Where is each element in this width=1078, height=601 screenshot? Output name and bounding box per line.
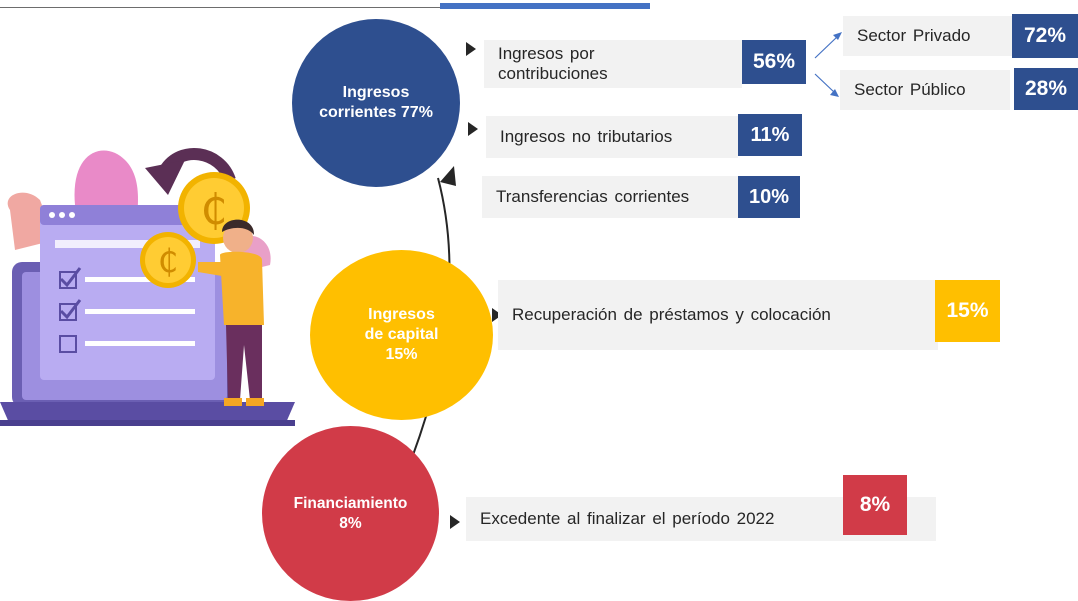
header-divider [0,7,440,8]
refresh-arrow-icon [145,148,236,195]
bullet-arrow-icon [466,42,476,56]
item-no-tributarios: Ingresos no tributarios [486,116,738,158]
pct-sector-privado: 72% [1012,14,1078,58]
pct-no-tributarios: 11% [738,114,802,156]
finance-illustration: ₵ ₵ [0,148,295,426]
connector-arrowhead [440,166,456,186]
circle-ingresos-capital: Ingresos de capital 15% [310,250,493,420]
svg-text:₵: ₵ [201,185,228,234]
circle-label-line: de capital [364,326,439,343]
bullet-arrow-icon [450,515,460,529]
item-sector-publico: Sector Público [840,70,1010,110]
pct-contribuciones: 56% [742,40,806,84]
circle-label-line: Ingresos [368,306,435,323]
arrow-to-sector-privado [814,32,842,59]
circle-label-line: 15% [385,346,418,363]
colon-coin-icon: ₵ [140,232,196,288]
item-label: Transferencias corrientes [496,186,690,206]
item-transferencias: Transferencias corrientes [482,176,738,218]
pct-transferencias: 10% [738,176,800,218]
circle-label-corrientes: Ingresos corrientes 77% [319,84,433,121]
item-label: Sector Público [854,79,966,99]
item-contribuciones: Ingresos por contribuciones [484,40,742,88]
item-label-line: Ingresos por [498,43,595,63]
circle-label-line: Financiamiento [293,495,408,513]
pct-sector-publico: 28% [1014,68,1078,110]
circle-ingresos-corrientes: Ingresos corrientes 77% [292,19,460,187]
arrow-to-sector-publico [814,73,839,97]
item-label: Ingresos no tributarios [500,126,673,146]
bullet-arrow-icon [492,308,502,322]
circle-financiamiento: Financiamiento 8% [262,426,439,601]
person-icon [198,219,264,406]
item-label-line: contribuciones [498,64,608,83]
pct-recuperacion: 15% [935,280,1000,342]
item-label: Recuperación de préstamos y colocación [512,304,831,324]
item-recuperacion: Recuperación de préstamos y colocación [498,280,938,350]
item-label: Sector Privado [857,25,971,45]
item-label: Excedente al finalizar el período 2022 [480,508,775,528]
header-accent-bar [440,3,650,9]
item-sector-privado: Sector Privado [843,16,1013,56]
circle-label-line: 8% [339,514,362,532]
svg-text:₵: ₵ [158,242,178,280]
bullet-arrow-icon [468,122,478,136]
pct-excedente: 8% [843,475,907,535]
